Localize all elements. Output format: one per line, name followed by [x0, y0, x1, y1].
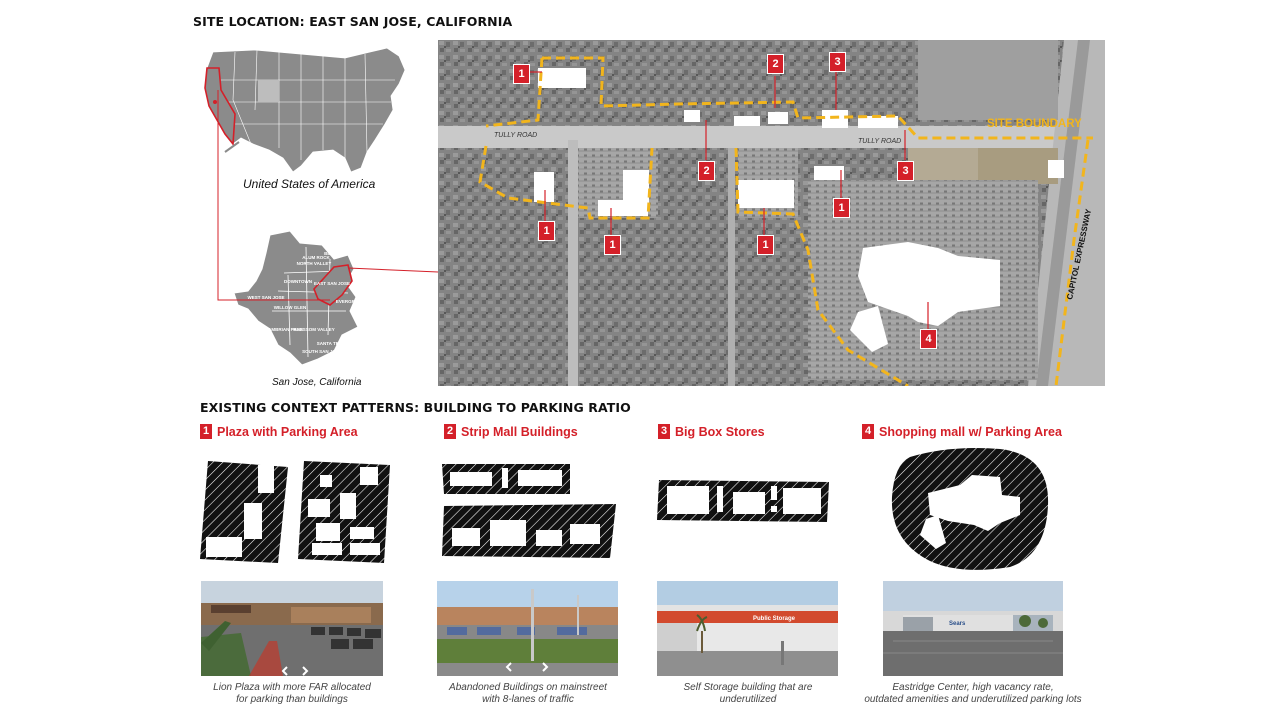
caption-line: Lion Plaza with more FAR allocated	[213, 682, 371, 693]
photo-caption-plaza: Lion Plaza with more FAR allocated for p…	[196, 682, 388, 706]
district-label: EVERGREEN	[336, 299, 364, 304]
caption-line: Self Storage building that are	[683, 682, 813, 693]
pattern-title-shopping-mall: 4 Shopping mall w/ Parking Area	[862, 424, 1062, 439]
pattern-title-big-box: 3 Big Box Stores	[658, 424, 765, 439]
connector-lines	[217, 90, 439, 301]
strip-mall-figure-ground	[442, 464, 616, 558]
district-label: WILLOW GLEN	[274, 305, 307, 310]
tully-road-label: TULLY ROAD	[494, 132, 537, 139]
mall-sign: Sears	[949, 621, 966, 627]
big-box-figure-ground	[657, 480, 829, 522]
san-jose-map: NORTH VALLEY ALUM ROCK DOWNTOWN BERRYESS…	[233, 230, 364, 366]
map-marker: 2	[767, 54, 784, 74]
district-label: WEST SAN JOSE	[247, 295, 284, 300]
district-label: EAST SAN JOSE	[314, 281, 350, 286]
map-marker: 1	[604, 235, 621, 255]
self-storage-photo: Public Storage	[657, 581, 838, 676]
photo-caption-big-box: Self Storage building that are underutil…	[648, 682, 848, 706]
plaza-figure-ground	[200, 461, 390, 563]
usa-map	[204, 47, 406, 173]
pattern-number: 4	[862, 424, 874, 439]
map-marker: 1	[538, 221, 555, 241]
caption-line: Eastridge Center, high vacancy rate,	[892, 682, 1054, 693]
strip-mall-photo	[437, 581, 618, 676]
shopping-mall-figure-ground	[891, 448, 1049, 570]
map-marker: 3	[829, 52, 846, 72]
district-label: DOWNTOWN	[284, 279, 312, 284]
sj-caption: San Jose, California	[272, 377, 362, 388]
photo-caption-shopping-mall: Eastridge Center, high vacancy rate, out…	[850, 682, 1096, 706]
tully-road-label: TULLY ROAD	[858, 138, 901, 145]
pattern-label: Big Box Stores	[675, 424, 765, 439]
storage-sign: Public Storage	[753, 616, 796, 622]
pattern-label: Strip Mall Buildings	[461, 424, 578, 439]
pattern-label: Plaza with Parking Area	[217, 424, 358, 439]
usa-caption: United States of America	[243, 177, 376, 191]
map-marker: 3	[897, 161, 914, 181]
map-marker: 1	[513, 64, 530, 84]
lion-plaza-photo	[201, 581, 383, 676]
pattern-number: 2	[444, 424, 456, 439]
pattern-title-strip-mall: 2 Strip Mall Buildings	[444, 424, 578, 439]
district-label: CAMBRIAN PARK	[265, 327, 304, 332]
district-label: ALUM ROCK	[302, 255, 330, 260]
caption-line: with 8-lanes of traffic	[482, 694, 574, 705]
district-label: BLOSSOM VALLEY	[293, 327, 334, 332]
photo-caption-strip-mall: Abandoned Buildings on mainstreet with 8…	[428, 682, 628, 706]
map-marker: 1	[757, 235, 774, 255]
map-marker: 1	[833, 198, 850, 218]
pattern-title-plaza: 1 Plaza with Parking Area	[200, 424, 358, 439]
caption-line: for parking than buildings	[236, 694, 348, 705]
context-patterns-title: EXISTING CONTEXT PATTERNS: BUILDING TO P…	[200, 400, 631, 415]
district-label: SANTA TERESA	[317, 341, 352, 346]
pattern-number: 3	[658, 424, 670, 439]
pattern-label: Shopping mall w/ Parking Area	[879, 424, 1062, 439]
district-label: BERRYESSA	[324, 251, 353, 256]
caption-line: underutilized	[719, 694, 777, 705]
eastridge-center-photo: Sears	[883, 581, 1063, 676]
site-boundary-label: SITE BOUNDARY	[987, 118, 1082, 130]
caption-line: outdated amenities and underutilized par…	[864, 694, 1082, 705]
map-marker: 4	[920, 329, 937, 349]
site-location-title: SITE LOCATION: EAST SAN JOSE, CALIFORNIA	[193, 14, 513, 29]
district-label: NORTH VALLEY	[297, 261, 332, 266]
map-marker: 2	[698, 161, 715, 181]
caption-line: Abandoned Buildings on mainstreet	[449, 682, 607, 693]
district-label: SOUTH SAN JOSE	[302, 349, 342, 354]
aerial-site-map: TULLY ROAD TULLY ROAD SITE BOUNDARY CAPI…	[438, 40, 1105, 386]
pattern-number: 1	[200, 424, 212, 439]
